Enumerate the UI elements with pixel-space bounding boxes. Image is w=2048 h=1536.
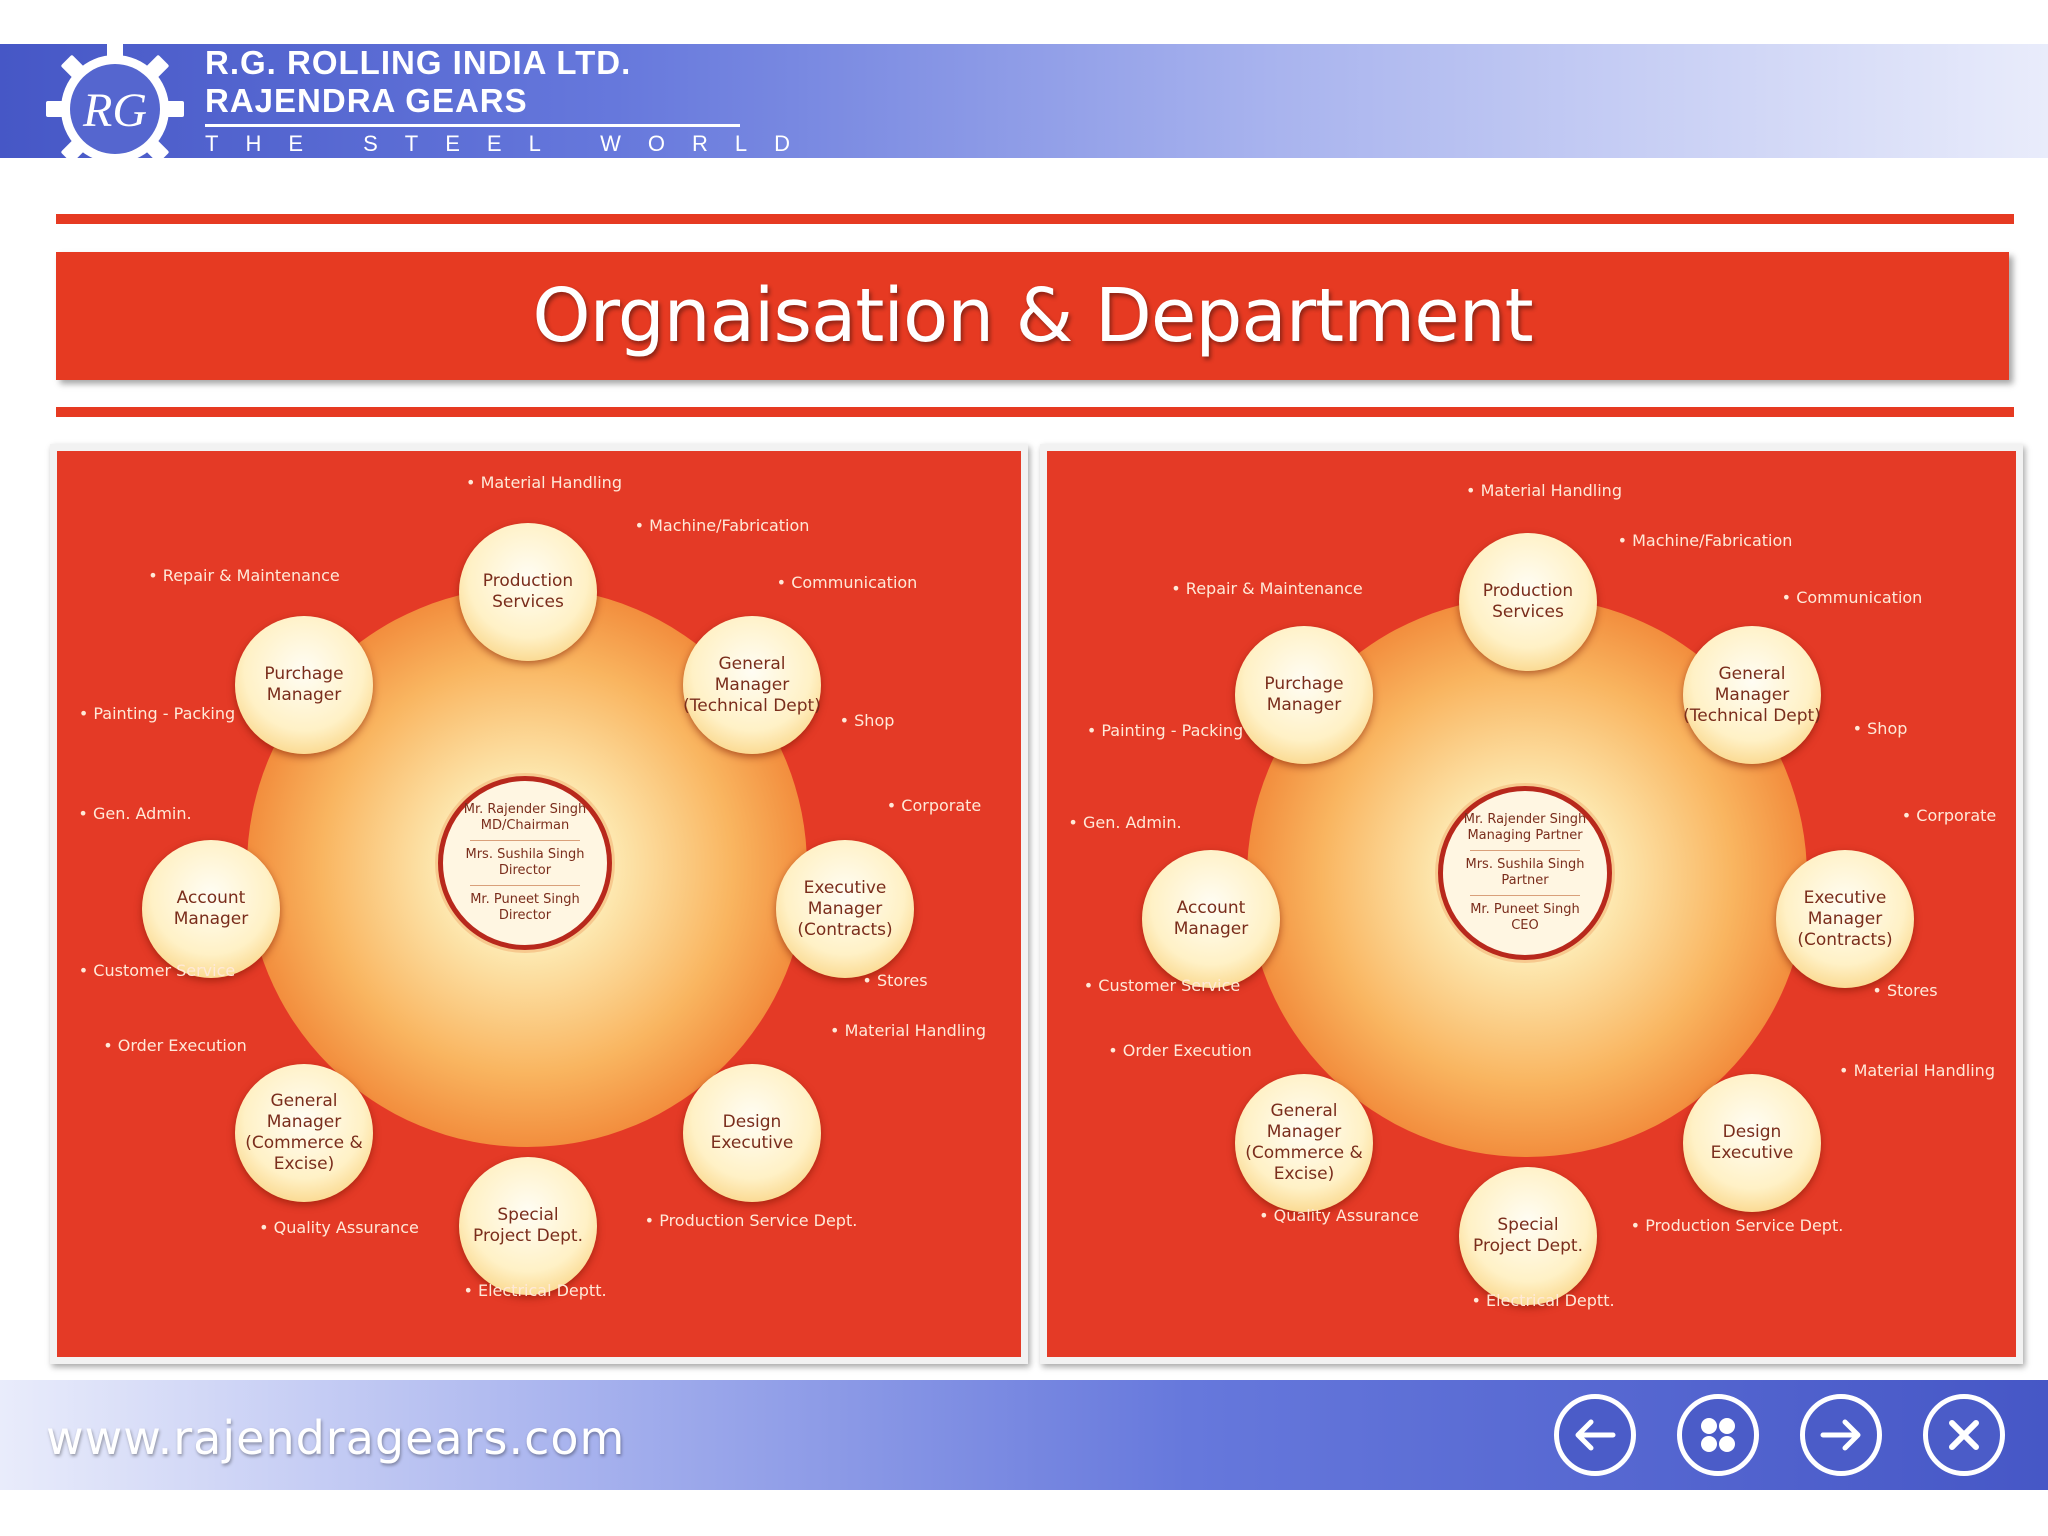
dept-node: Account Manager [1142, 850, 1280, 988]
brand-block: R.G. ROLLING INDIA LTD. RAJENDRA GEARS T… [205, 44, 817, 157]
dept-label: Repair & Maintenance [1171, 579, 1363, 598]
arrow-right-icon [1820, 1419, 1861, 1451]
dept-label: Electrical Deptt. [1471, 1291, 1615, 1310]
dept-label: Customer Service [79, 961, 235, 980]
leader-entry: Mr. Puneet Singh CEO [1470, 902, 1580, 933]
dept-label: Production Service Dept. [645, 1211, 857, 1230]
grid-dots-icon [1701, 1418, 1735, 1452]
leader-divider [1470, 895, 1580, 896]
close-button[interactable] [1923, 1394, 2005, 1476]
dept-label: Quality Assurance [259, 1218, 419, 1237]
leadership-center: Mr. Rajender Singh MD/Chairman Mrs. Sush… [438, 776, 612, 950]
dept-label: Shop [840, 711, 894, 730]
leadership-center: Mr. Rajender Singh Managing Partner Mrs.… [1438, 786, 1612, 960]
dept-node: Design Executive [683, 1064, 821, 1202]
dept-label: Machine/Fabrication [635, 516, 809, 535]
dept-label: Production Service Dept. [1631, 1216, 1843, 1235]
dept-node: Special Project Dept. [1459, 1167, 1597, 1305]
dept-node: Executive Manager (Contracts) [776, 840, 914, 978]
dept-label: Quality Assurance [1259, 1206, 1419, 1225]
title-banner: Orgnaisation & Department [56, 252, 2009, 380]
dept-label: Corporate [887, 796, 981, 815]
header-bar [0, 44, 2048, 158]
close-icon [1949, 1420, 1979, 1450]
dept-node: General Manager (Commerce & Excise) [1235, 1074, 1373, 1212]
dept-label: Material Handling [1839, 1061, 1995, 1080]
dept-node: Purchage Manager [235, 616, 373, 754]
arrow-left-icon [1575, 1419, 1616, 1451]
leader-divider [470, 885, 580, 886]
dept-label: Communication [777, 573, 917, 592]
dept-node: General Manager (Technical Dept) [683, 616, 821, 754]
dept-label: Order Execution [103, 1036, 247, 1055]
dept-node: Design Executive [1683, 1074, 1821, 1212]
dept-label: Material Handling [1466, 481, 1622, 500]
dept-label: Communication [1782, 588, 1922, 607]
dept-label: Gen. Admin. [1068, 813, 1182, 832]
company-brand: RAJENDRA GEARS [205, 82, 528, 119]
dept-label: Stores [862, 971, 928, 990]
brand-divider [205, 124, 740, 127]
menu-button[interactable] [1677, 1394, 1759, 1476]
svg-text:RG: RG [82, 84, 147, 137]
dept-node: Production Services [459, 523, 597, 661]
dept-node: Executive Manager (Contracts) [1776, 850, 1914, 988]
dept-node: General Manager (Commerce & Excise) [235, 1064, 373, 1202]
dept-label: Painting - Packing [1087, 721, 1243, 740]
leader-divider [1470, 850, 1580, 851]
dept-label: Painting - Packing [79, 704, 235, 723]
company-name: R.G. ROLLING INDIA LTD. [205, 44, 632, 81]
leader-entry: Mr. Rajender Singh Managing Partner [1463, 812, 1587, 843]
leader-entry: Mr. Rajender Singh MD/Chairman [463, 802, 587, 833]
dept-label: Corporate [1902, 806, 1996, 825]
dept-label: Repair & Maintenance [148, 566, 340, 585]
bottom-divider [56, 407, 2014, 417]
dept-label: Material Handling [466, 473, 622, 492]
dept-label: Shop [1853, 719, 1907, 738]
dept-label: Electrical Deptt. [463, 1281, 607, 1300]
dept-label: Material Handling [830, 1021, 986, 1040]
dept-node: Account Manager [142, 840, 280, 978]
page-title: Orgnaisation & Department [532, 273, 1533, 359]
dept-label: Gen. Admin. [78, 804, 192, 823]
dept-label: Stores [1872, 981, 1938, 1000]
dept-node: Production Services [1459, 533, 1597, 671]
next-button[interactable] [1800, 1394, 1882, 1476]
org-chart-panel-2: Mr. Rajender Singh Managing Partner Mrs.… [1040, 444, 2023, 1364]
gear-logo-icon: RG [46, 40, 184, 178]
dept-label: Order Execution [1108, 1041, 1252, 1060]
dept-node: Special Project Dept. [459, 1157, 597, 1295]
company-tagline: THE STEEL WORLD [205, 131, 817, 156]
website-link[interactable]: www.rajendragears.com [46, 1411, 626, 1465]
dept-node: General Manager (Technical Dept) [1683, 626, 1821, 764]
dept-label: Customer Service [1084, 976, 1240, 995]
org-chart-panel-1: Mr. Rajender Singh MD/Chairman Mrs. Sush… [50, 444, 1028, 1364]
dept-label: Machine/Fabrication [1618, 531, 1792, 550]
dept-node: Purchage Manager [1235, 626, 1373, 764]
leader-divider [470, 840, 580, 841]
leader-entry: Mr. Puneet Singh Director [470, 892, 580, 923]
top-divider [56, 214, 2014, 224]
leader-entry: Mrs. Sushila Singh Director [465, 847, 585, 878]
leader-entry: Mrs. Sushila Singh Partner [1465, 857, 1585, 888]
back-button[interactable] [1554, 1394, 1636, 1476]
